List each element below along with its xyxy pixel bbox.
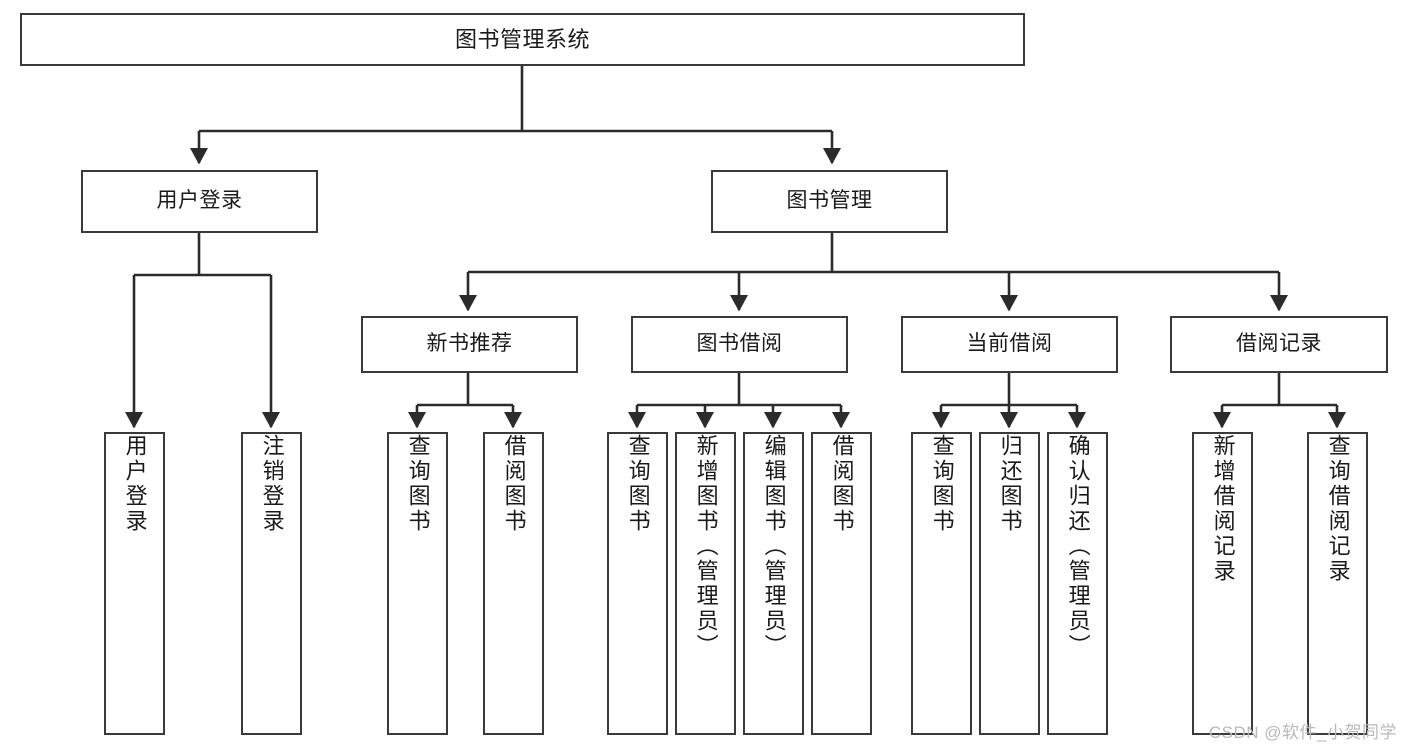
node-label: 编辑图书（管理员）: [761, 434, 787, 659]
node-label: 新增借阅记录: [1210, 434, 1236, 584]
leaf-recommend-borrow-book[interactable]: 借阅图书: [483, 432, 544, 735]
node-label: 借阅记录: [1236, 332, 1322, 356]
node-label: 图书借阅: [696, 332, 783, 356]
node-label: 查询图书: [625, 434, 651, 534]
node-label: 归还图书: [997, 434, 1023, 534]
node-user-login[interactable]: 用户登录: [81, 170, 318, 233]
node-label: 借阅图书: [501, 434, 527, 534]
node-label: 查询图书: [929, 434, 955, 534]
leaf-borrow-add-book[interactable]: 新增图书（管理员）: [675, 432, 736, 735]
node-root-system[interactable]: 图书管理系统: [20, 13, 1025, 66]
node-new-book-recommend[interactable]: 新书推荐: [361, 316, 578, 373]
node-label: 图书管理系统: [454, 26, 590, 52]
leaf-user-login-login[interactable]: 用户登录: [104, 432, 165, 735]
node-borrow-record[interactable]: 借阅记录: [1170, 316, 1388, 373]
leaf-borrow-edit-book[interactable]: 编辑图书（管理员）: [743, 432, 804, 735]
leaf-borrow-borrow-book[interactable]: 借阅图书: [811, 432, 872, 735]
leaf-borrow-query-book[interactable]: 查询图书: [607, 432, 668, 735]
leaf-current-return-book[interactable]: 归还图书: [979, 432, 1040, 735]
node-label: 注销登录: [259, 434, 285, 534]
node-label: 查询图书: [405, 434, 431, 534]
leaf-current-confirm-return[interactable]: 确认归还（管理员）: [1047, 432, 1108, 735]
leaf-record-query-record[interactable]: 查询借阅记录: [1307, 432, 1368, 735]
node-current-borrow[interactable]: 当前借阅: [901, 316, 1118, 373]
leaf-current-query-book[interactable]: 查询图书: [911, 432, 972, 735]
node-label: 当前借阅: [966, 332, 1053, 356]
node-label: 新增图书（管理员）: [693, 434, 719, 659]
node-label: 用户登录: [156, 189, 243, 213]
leaf-record-add-record[interactable]: 新增借阅记录: [1192, 432, 1253, 735]
node-label: 新书推荐: [426, 332, 513, 356]
node-label: 图书管理: [786, 189, 873, 213]
node-book-borrow[interactable]: 图书借阅: [631, 316, 848, 373]
node-label: 用户登录: [122, 434, 148, 534]
node-label: 借阅图书: [829, 434, 855, 534]
leaf-recommend-query-book[interactable]: 查询图书: [387, 432, 448, 735]
leaf-user-login-logout[interactable]: 注销登录: [241, 432, 302, 735]
node-label: 查询借阅记录: [1325, 434, 1351, 584]
watermark: CSDN @软件_小贺同学: [1208, 723, 1397, 742]
node-book-management[interactable]: 图书管理: [711, 170, 948, 233]
node-label: 确认归还（管理员）: [1065, 434, 1091, 659]
